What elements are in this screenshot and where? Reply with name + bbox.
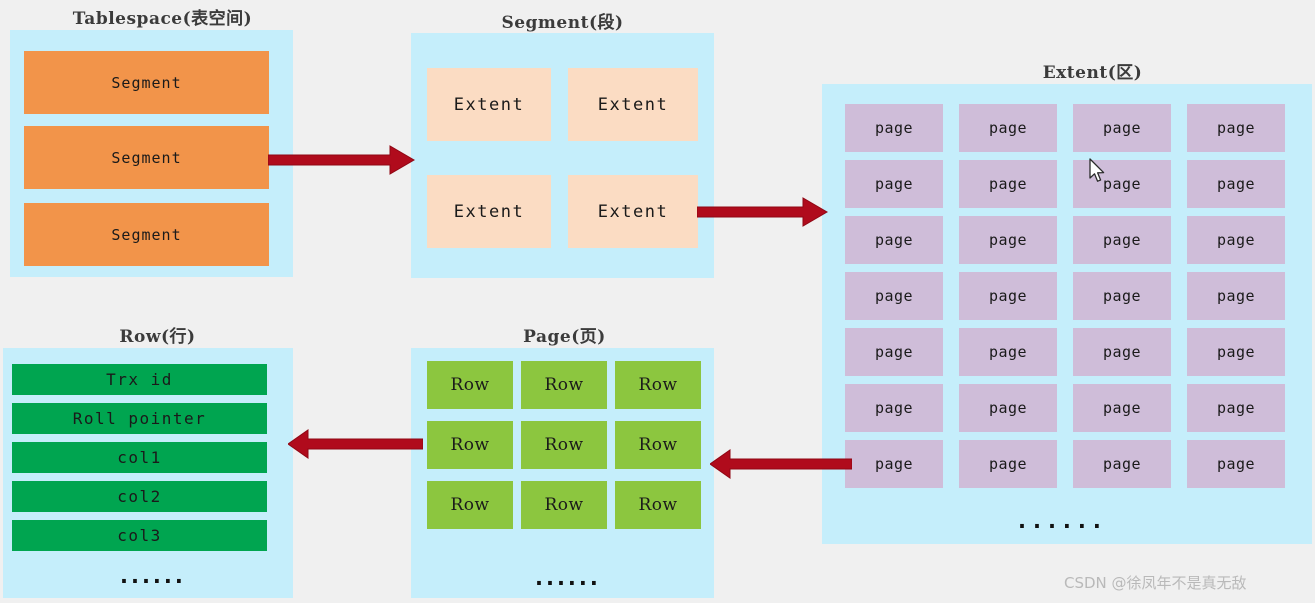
extent-title: Extent(区) [1042, 63, 1143, 83]
extent-box[interactable]: Extent [427, 68, 551, 141]
row-box[interactable]: Row [615, 361, 701, 409]
row-box[interactable]: Row [521, 421, 607, 469]
page-box[interactable]: page [845, 440, 943, 488]
page-box[interactable]: page [1073, 328, 1171, 376]
row-field-box[interactable]: col2 [12, 481, 267, 512]
extent-box[interactable]: Extent [568, 175, 698, 248]
page-box[interactable]: page [1187, 328, 1285, 376]
page-box[interactable]: page [845, 328, 943, 376]
row-field-box[interactable]: Roll pointer [12, 403, 267, 434]
segment-box[interactable]: Segment [24, 126, 269, 189]
row-field-box[interactable]: Trx id [12, 364, 267, 395]
page-box[interactable]: page [1073, 104, 1171, 152]
segment-title: Segment(段) [501, 13, 624, 33]
page-box[interactable]: page [1187, 272, 1285, 320]
page-box[interactable]: page [1187, 440, 1285, 488]
row-box[interactable]: Row [427, 481, 513, 529]
page-title: Page(页) [523, 327, 606, 347]
arrow-extent-to-page [710, 449, 852, 479]
row-title: Row(行) [119, 327, 196, 347]
row-field-box[interactable]: col3 [12, 520, 267, 551]
row-box[interactable]: Row [427, 421, 513, 469]
page-box[interactable]: page [845, 384, 943, 432]
page-box[interactable]: page [959, 104, 1057, 152]
page-box[interactable]: page [1073, 384, 1171, 432]
page-box[interactable]: page [1187, 384, 1285, 432]
row-box[interactable]: Row [615, 481, 701, 529]
page-box[interactable]: page [1187, 216, 1285, 264]
watermark: CSDN @徐凤年不是真无敌 [1064, 574, 1247, 592]
row-box[interactable]: Row [521, 361, 607, 409]
arrow-tablespace-to-segment [268, 145, 415, 175]
page-box[interactable]: page [1073, 216, 1171, 264]
row-box[interactable]: Row [615, 421, 701, 469]
extent-box[interactable]: Extent [427, 175, 551, 248]
page-box[interactable]: page [1073, 272, 1171, 320]
page-box[interactable]: page [959, 440, 1057, 488]
page-box[interactable]: page [1187, 160, 1285, 208]
page-box[interactable]: page [845, 272, 943, 320]
row-box[interactable]: Row [427, 361, 513, 409]
page-box[interactable]: page [1187, 104, 1285, 152]
page-box[interactable]: page [959, 272, 1057, 320]
arrow-segment-to-extent [697, 197, 828, 227]
page-box[interactable]: page [1073, 440, 1171, 488]
extent-ellipsis: ...... [1018, 509, 1108, 533]
row-ellipsis: ...... [120, 564, 186, 588]
row-box[interactable]: Row [521, 481, 607, 529]
page-box[interactable]: page [1073, 160, 1171, 208]
page-ellipsis: ...... [535, 566, 601, 590]
arrow-page-to-row [288, 429, 423, 459]
page-box[interactable]: page [959, 384, 1057, 432]
page-box[interactable]: page [959, 328, 1057, 376]
page-box[interactable]: page [845, 216, 943, 264]
page-box[interactable]: page [845, 104, 943, 152]
tablespace-title: Tablespace(表空间) [72, 9, 253, 29]
page-box[interactable]: page [959, 216, 1057, 264]
page-box[interactable]: page [959, 160, 1057, 208]
page-box[interactable]: page [845, 160, 943, 208]
row-field-box[interactable]: col1 [12, 442, 267, 473]
segment-box[interactable]: Segment [24, 203, 269, 266]
segment-box[interactable]: Segment [24, 51, 269, 114]
extent-box[interactable]: Extent [568, 68, 698, 141]
